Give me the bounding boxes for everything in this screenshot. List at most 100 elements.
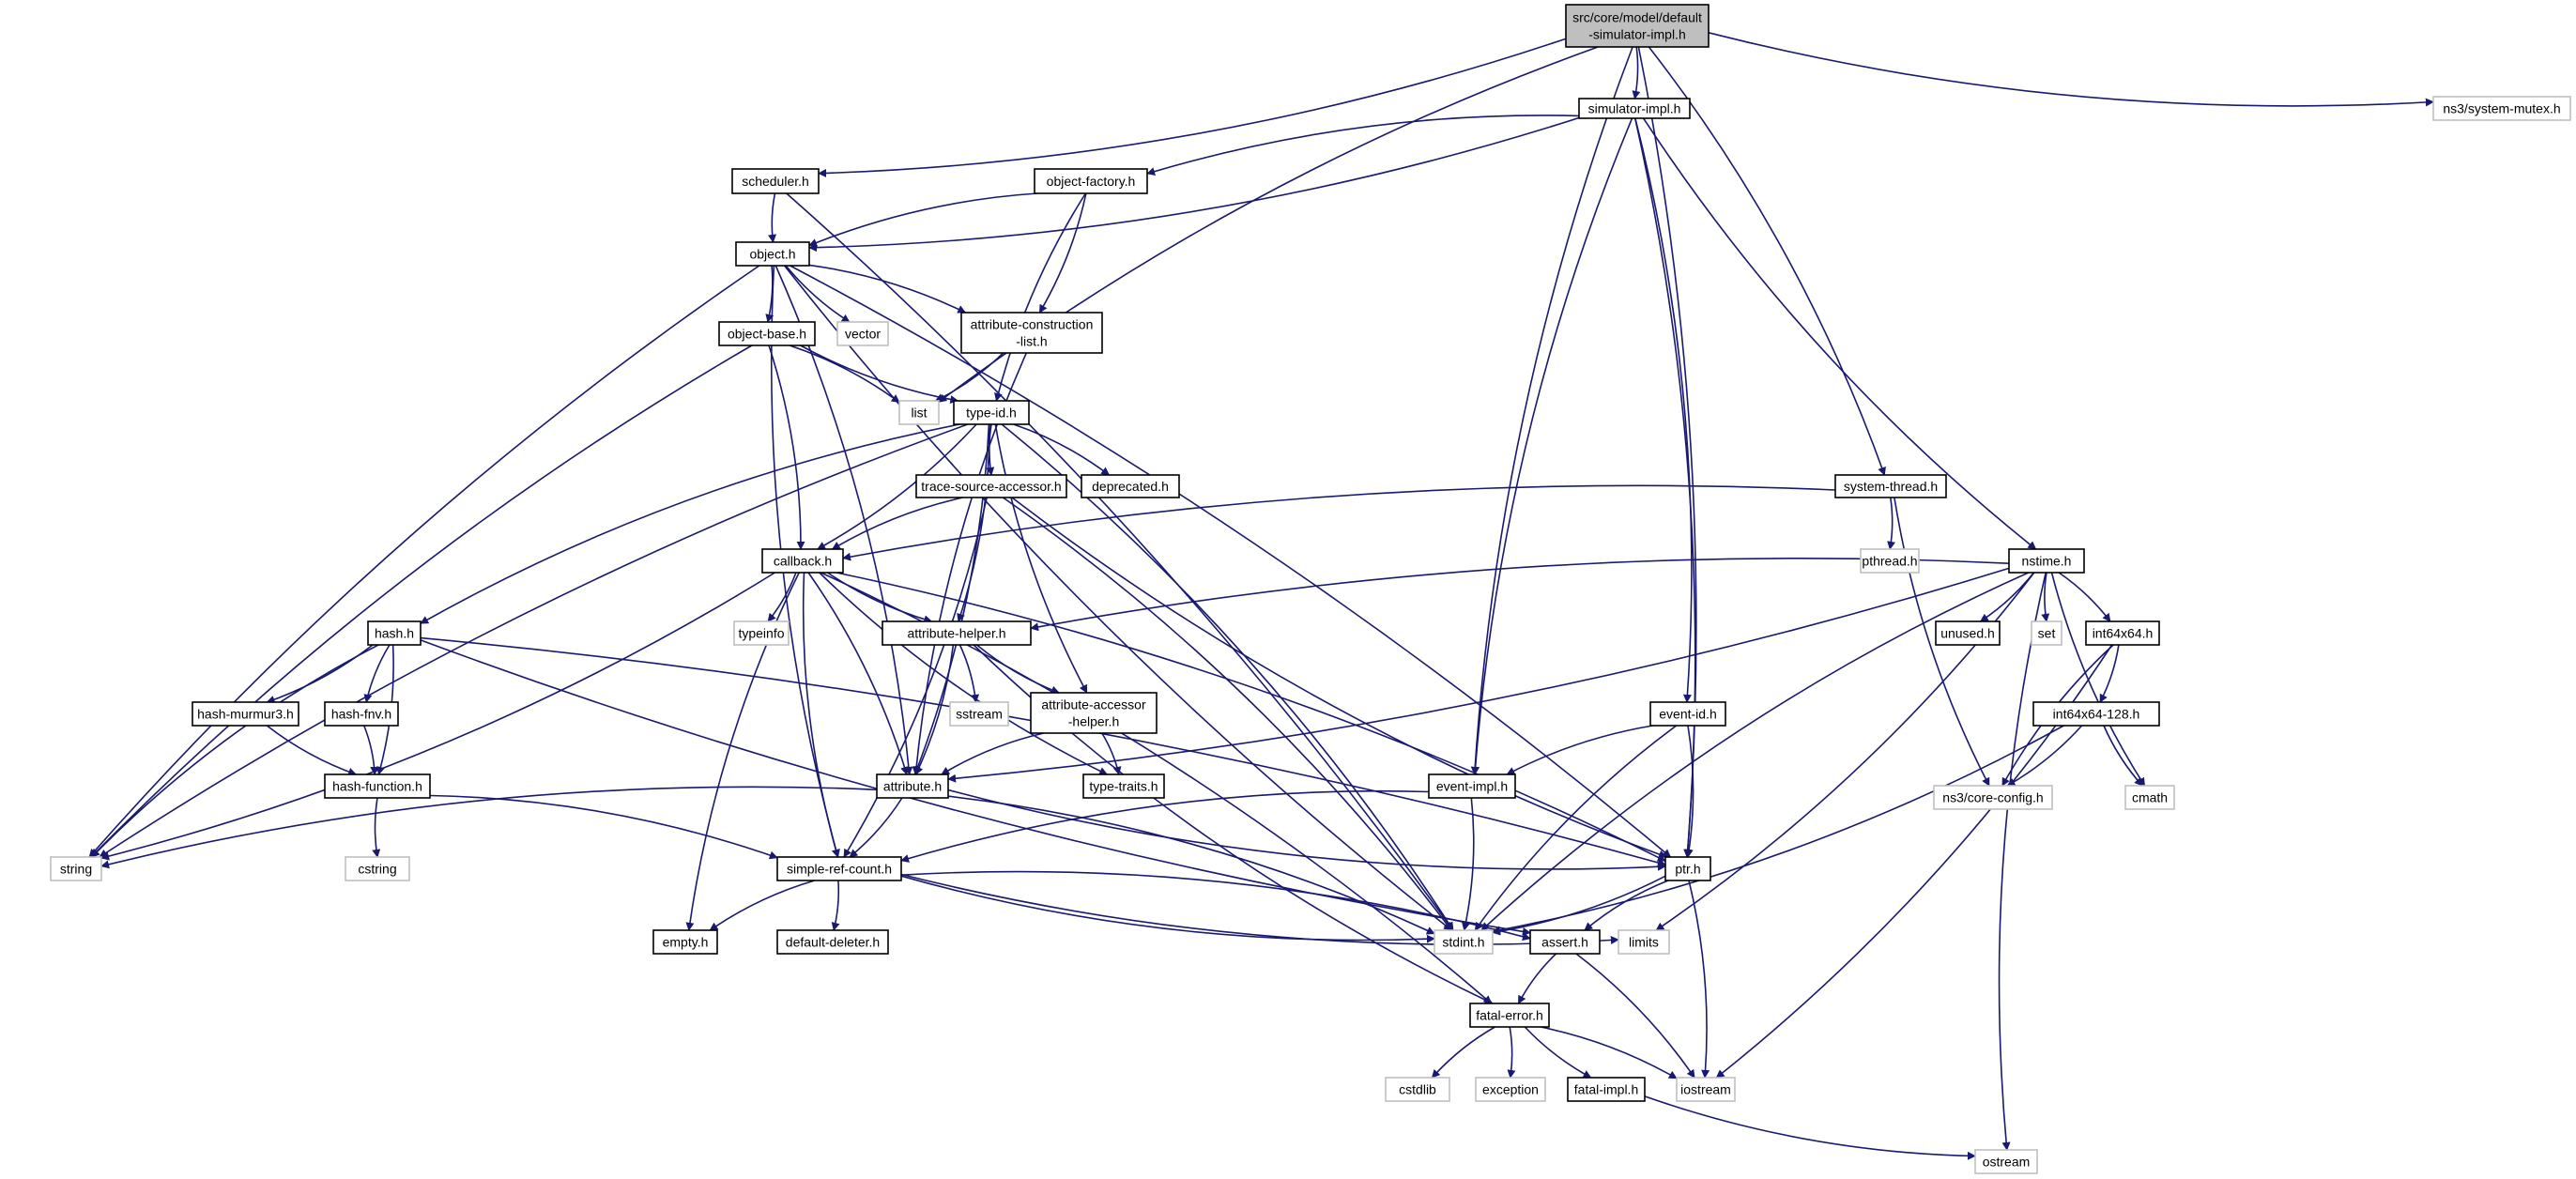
edge-simplerc-to-stdint xyxy=(900,875,1435,943)
node-label: object.h xyxy=(749,247,795,262)
node-fnv[interactable]: hash-fnv.h xyxy=(324,701,399,727)
node-scheduler[interactable]: scheduler.h xyxy=(731,168,820,194)
node-label: vector xyxy=(845,327,881,342)
edge-scheduler-to-stdint xyxy=(786,192,1454,931)
node-label: ptr.h xyxy=(1675,862,1700,877)
node-stdint: stdint.h xyxy=(1434,929,1494,955)
edge-tracesrc-to-ptr xyxy=(1011,497,1668,859)
edge-simimpl-to-objfactory xyxy=(1146,115,1580,176)
node-tracesrc[interactable]: trace-source-accessor.h xyxy=(915,474,1067,498)
node-label: pthread.h xyxy=(1862,554,1917,569)
node-label: empty.h xyxy=(663,935,709,950)
node-assert[interactable]: assert.h xyxy=(1529,929,1601,955)
edge-assert-to-iostream xyxy=(1575,953,1695,1079)
node-box-simplerc xyxy=(776,856,902,881)
node-pthread: pthread.h xyxy=(1860,548,1920,574)
node-coreconfig: ns3/core-config.h xyxy=(1933,785,2053,810)
edge-eventid-to-ptr xyxy=(1684,725,1694,858)
node-eventid[interactable]: event-id.h xyxy=(1649,701,1726,727)
node-hash[interactable]: hash.h xyxy=(367,620,422,646)
edge-hash-to-fnv xyxy=(363,644,391,703)
node-ptr[interactable]: ptr.h xyxy=(1664,856,1711,881)
edge-simplerc-to-defdel xyxy=(831,880,840,931)
node-box-attribute xyxy=(876,773,949,799)
node-root[interactable]: src/core/model/default-simulator-impl.h xyxy=(1565,4,1710,48)
edge-root-to-eventimpl xyxy=(1470,46,1633,775)
node-typetraits[interactable]: type-traits.h xyxy=(1082,773,1165,799)
node-label: src/core/model/default xyxy=(1572,10,1702,25)
node-attracc[interactable]: attribute-accessor-helper.h xyxy=(1030,692,1158,734)
node-int64x64[interactable]: int64x64.h xyxy=(2085,620,2160,646)
node-box-ptr xyxy=(1664,856,1711,881)
node-box-fatalerr xyxy=(1469,1003,1550,1028)
node-box-exception xyxy=(1475,1077,1546,1102)
edge-attribute-to-ptr xyxy=(947,789,1666,871)
node-objfactory[interactable]: object-factory.h xyxy=(1034,168,1148,194)
edge-hash-to-assert xyxy=(420,639,1531,936)
edge-objbase-to-typeid xyxy=(800,345,959,404)
edge-objfactory-to-attrcons xyxy=(1038,192,1087,314)
node-objbase[interactable]: object-base.h xyxy=(718,321,816,346)
node-nstime[interactable]: nstime.h xyxy=(2008,548,2085,574)
edge-hashfunc-to-cstring xyxy=(372,797,381,858)
node-box-typeinfo xyxy=(733,620,790,646)
node-fatalerr[interactable]: fatal-error.h xyxy=(1469,1003,1550,1028)
node-label: callback.h xyxy=(774,554,832,569)
node-hashfunc[interactable]: hash-function.h xyxy=(324,773,431,799)
node-attrcons[interactable]: attribute-construction-list.h xyxy=(960,312,1103,354)
node-label: ostream xyxy=(1983,1155,2031,1170)
node-label: cstdlib xyxy=(1399,1082,1436,1097)
edge-tracesrc-to-simplerc xyxy=(843,497,988,858)
node-typeid[interactable]: type-id.h xyxy=(953,400,1030,425)
edge-attribute-to-simplerc xyxy=(849,797,903,858)
edge-simplerc-to-limits xyxy=(900,873,1619,946)
node-box-fnv xyxy=(324,701,399,727)
edge-callback-to-string xyxy=(100,572,775,861)
edge-typeid-to-hash xyxy=(420,423,960,624)
node-box-iostream xyxy=(1676,1077,1736,1102)
node-label: system-thread.h xyxy=(1844,479,1938,494)
node-simimpl[interactable]: simulator-impl.h xyxy=(1578,98,1691,119)
node-systhread[interactable]: system-thread.h xyxy=(1834,474,1947,498)
node-callback[interactable]: callback.h xyxy=(761,548,844,574)
node-int128[interactable]: int64x64-128.h xyxy=(2032,701,2160,727)
edge-eventid-to-eventimpl xyxy=(1506,725,1653,775)
node-deprecated[interactable]: deprecated.h xyxy=(1081,474,1180,498)
node-eventimpl[interactable]: event-impl.h xyxy=(1428,773,1516,799)
edge-ptr-to-iostream xyxy=(1688,880,1710,1079)
node-object[interactable]: object.h xyxy=(735,241,810,267)
node-box-scheduler xyxy=(731,168,820,194)
node-box-list xyxy=(898,400,940,425)
node-label: simple-ref-count.h xyxy=(787,862,892,877)
node-fatalimpl[interactable]: fatal-impl.h xyxy=(1567,1077,1646,1102)
edge-callback-to-attrhelper xyxy=(827,572,933,624)
edge-callback-to-ptr xyxy=(836,572,1666,862)
edge-nstime-to-int64x64 xyxy=(2058,572,2111,622)
node-label: event-id.h xyxy=(1659,707,1716,722)
node-box-hash xyxy=(367,620,422,646)
node-box-eventid xyxy=(1649,701,1726,727)
edge-attrhelper-to-sstream xyxy=(958,644,980,703)
node-label: deprecated.h xyxy=(1092,479,1169,494)
node-simplerc[interactable]: simple-ref-count.h xyxy=(776,856,902,881)
node-label: nstime.h xyxy=(2022,554,2072,569)
node-unused[interactable]: unused.h xyxy=(1935,620,2001,646)
edge-hash-to-string xyxy=(91,644,379,858)
edge-simimpl-to-eventid xyxy=(1634,117,1693,703)
node-box-vector xyxy=(836,321,889,346)
node-label: typeinfo xyxy=(738,626,784,641)
node-label: object-base.h xyxy=(728,327,806,342)
node-box-eventimpl xyxy=(1428,773,1516,799)
edge-callback-to-empty xyxy=(685,572,800,931)
node-attribute[interactable]: attribute.h xyxy=(876,773,949,799)
node-label: attribute-construction xyxy=(971,317,1094,332)
edge-objfactory-to-object xyxy=(808,192,1038,247)
node-empty[interactable]: empty.h xyxy=(652,929,718,955)
edge-tracesrc-to-callback xyxy=(831,497,963,550)
node-box-attracc xyxy=(1030,692,1158,734)
node-attrhelper[interactable]: attribute-helper.h xyxy=(882,620,1032,646)
node-label: exception xyxy=(1482,1082,1539,1097)
node-murmur[interactable]: hash-murmur3.h xyxy=(192,701,299,727)
node-defdel[interactable]: default-deleter.h xyxy=(776,929,889,955)
node-box-empty xyxy=(652,929,718,955)
